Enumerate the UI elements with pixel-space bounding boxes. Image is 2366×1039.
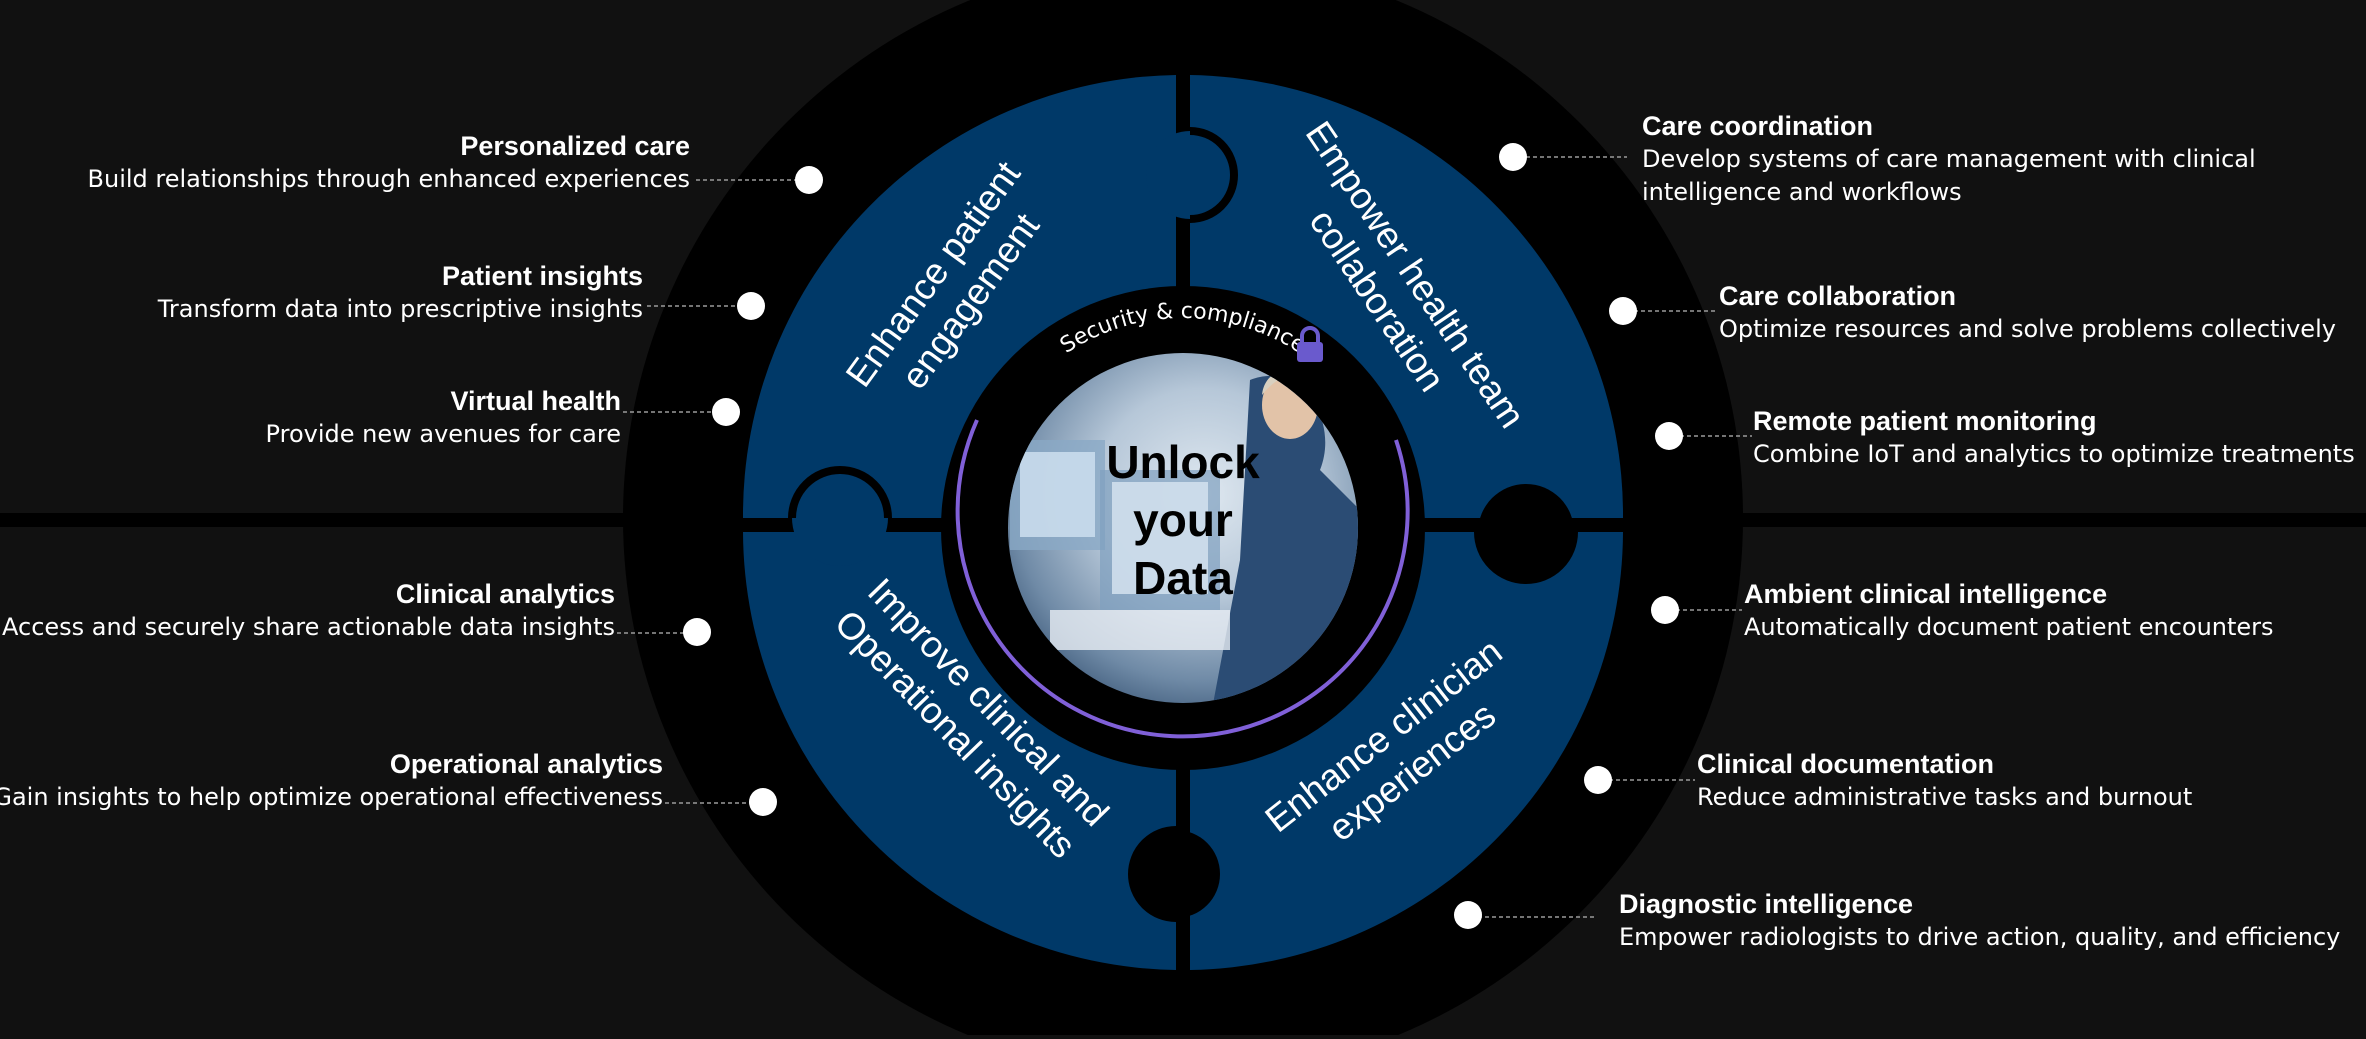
- security-arc: [955, 419, 1410, 739]
- item-title: Operational analytics: [389, 749, 663, 779]
- right-item-care-coordination: Care coordination Develop systems of car…: [1642, 110, 2256, 209]
- dot-ambient-intelligence: [1651, 596, 1679, 624]
- dot-remote-monitoring: [1655, 422, 1683, 450]
- item-desc: Gain insights to help optimize operation…: [0, 783, 663, 811]
- right-item-clinical-documentation: Clinical documentation Reduce administra…: [1697, 748, 2192, 814]
- lock-icon: [1297, 326, 1323, 362]
- center-line-1: Unlock: [1106, 436, 1260, 488]
- item-desc: Reduce administrative tasks and burnout: [1697, 783, 2193, 811]
- item-title: Personalized care: [460, 131, 690, 161]
- dot-personalized-care: [795, 166, 823, 194]
- item-desc: Transform data into prescriptive insight…: [157, 295, 643, 323]
- dot-care-coordination: [1499, 143, 1527, 171]
- item-title: Patient insights: [441, 261, 643, 291]
- item-desc: Optimize resources and solve problems co…: [1719, 315, 2336, 343]
- item-desc: Develop systems of care management with …: [1642, 145, 2256, 173]
- center-line-3: Data: [1133, 552, 1233, 604]
- item-desc-2: intelligence and workflows: [1642, 178, 1962, 206]
- item-title: Care collaboration: [1719, 281, 1957, 311]
- left-item-clinical-analytics: Clinical analytics Access and securely s…: [2, 578, 615, 644]
- right-item-remote-monitoring: Remote patient monitoring Combine IoT an…: [1753, 405, 2355, 471]
- left-item-virtual-health: Virtual health Provide new avenues for c…: [266, 385, 621, 451]
- dot-care-collaboration: [1609, 297, 1637, 325]
- item-title: Virtual health: [450, 386, 621, 416]
- left-item-operational-analytics: Operational analytics Gain insights to h…: [0, 748, 663, 814]
- item-title: Ambient clinical intelligence: [1744, 579, 2108, 609]
- item-title: Diagnostic intelligence: [1619, 889, 1914, 919]
- dot-virtual-health: [712, 398, 740, 426]
- item-title: Remote patient monitoring: [1753, 406, 2097, 436]
- item-desc: Provide new avenues for care: [265, 420, 621, 448]
- right-item-care-collaboration: Care collaboration Optimize resources an…: [1719, 280, 2336, 346]
- dot-patient-insights: [737, 292, 765, 320]
- dot-operational-analytics: [749, 788, 777, 816]
- clinician-photo: [1008, 353, 1358, 703]
- item-desc: Automatically document patient encounter…: [1744, 613, 2274, 641]
- item-title: Clinical documentation: [1697, 749, 1995, 779]
- center-line-2: your: [1133, 494, 1233, 546]
- left-item-patient-insights: Patient insights Transform data into pre…: [158, 260, 643, 326]
- dot-diagnostic-intelligence: [1454, 901, 1482, 929]
- item-desc: Empower radiologists to drive action, qu…: [1619, 923, 2341, 951]
- item-title: Care coordination: [1642, 111, 1874, 141]
- dot-clinical-analytics: [683, 618, 711, 646]
- left-item-personalized-care: Personalized care Build relationships th…: [88, 130, 690, 196]
- item-desc: Combine IoT and analytics to optimize tr…: [1753, 440, 2355, 468]
- item-desc: Build relationships through enhanced exp…: [87, 165, 690, 193]
- item-title: Clinical analytics: [395, 579, 615, 609]
- right-item-ambient-intelligence: Ambient clinical intelligence Automatica…: [1744, 578, 2274, 644]
- right-item-diagnostic-intelligence: Diagnostic intelligence Empower radiolog…: [1619, 888, 2340, 954]
- item-desc: Access and securely share actionable dat…: [2, 613, 615, 641]
- dot-clinical-documentation: [1584, 766, 1612, 794]
